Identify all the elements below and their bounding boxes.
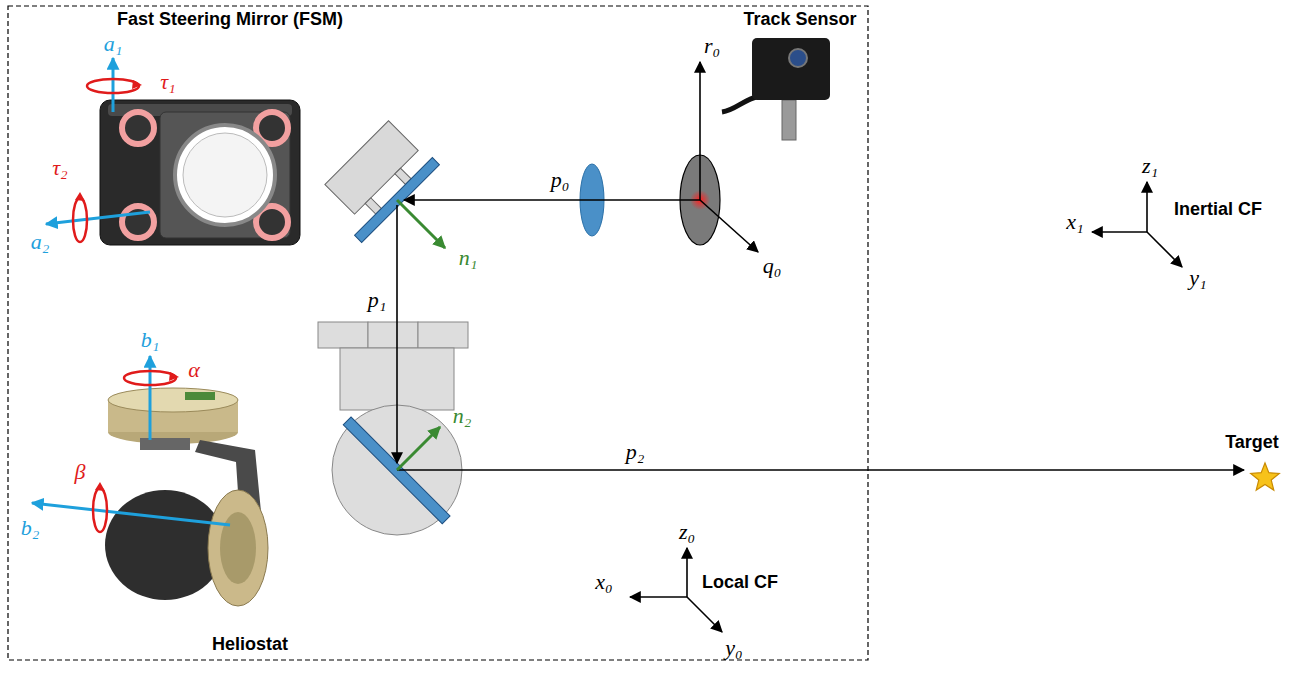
axis-label: q₀: [763, 254, 782, 278]
axis-label: y₁: [1189, 266, 1206, 290]
beam-path: [397, 200, 1244, 470]
mirror-normals: [397, 200, 445, 470]
fsm-axes: [46, 58, 150, 242]
normal-label: n₂: [453, 404, 472, 428]
torque-label: τ₁: [160, 70, 176, 94]
target-label: Target: [1225, 433, 1279, 453]
inertial-frame: [1092, 182, 1182, 267]
sensor-axes: [700, 62, 758, 252]
normal-label: n₁: [459, 246, 478, 270]
heliostat-device: [105, 388, 268, 606]
heliostat-schematic: [318, 322, 468, 535]
beam-label: p₁: [368, 288, 387, 312]
angle-label: α: [188, 358, 200, 382]
axis-label: x₀: [595, 570, 612, 594]
heading-label: Heliostat: [212, 635, 288, 655]
dashed-enclosure: [8, 6, 868, 660]
torque-label: τ₂: [52, 156, 68, 180]
axis-label: r₀: [704, 34, 720, 58]
beam-label: p₂: [626, 440, 645, 464]
axis-label: z₁: [1142, 154, 1158, 178]
beam-label: p₀: [551, 168, 570, 192]
axis-label: a₂: [31, 230, 50, 254]
target-star: [1251, 463, 1280, 490]
axis-label: y₀: [725, 636, 742, 660]
frame-label: Local CF: [702, 573, 778, 593]
axis-label: b₂: [21, 516, 40, 540]
axis-label: z₀: [679, 520, 695, 544]
heliostat-axes: [32, 356, 230, 532]
angle-label: β: [75, 460, 86, 484]
axis-label: b₁: [141, 328, 160, 352]
axis-label: a₁: [104, 32, 123, 56]
heading-label: Fast Steering Mirror (FSM): [117, 10, 343, 30]
track-sensor-photo: [722, 38, 830, 140]
frame-label: Inertial CF: [1174, 200, 1262, 220]
heading-label: Track Sensor: [743, 10, 856, 30]
fsm-device: [100, 100, 300, 245]
axis-label: x₁: [1066, 210, 1083, 234]
